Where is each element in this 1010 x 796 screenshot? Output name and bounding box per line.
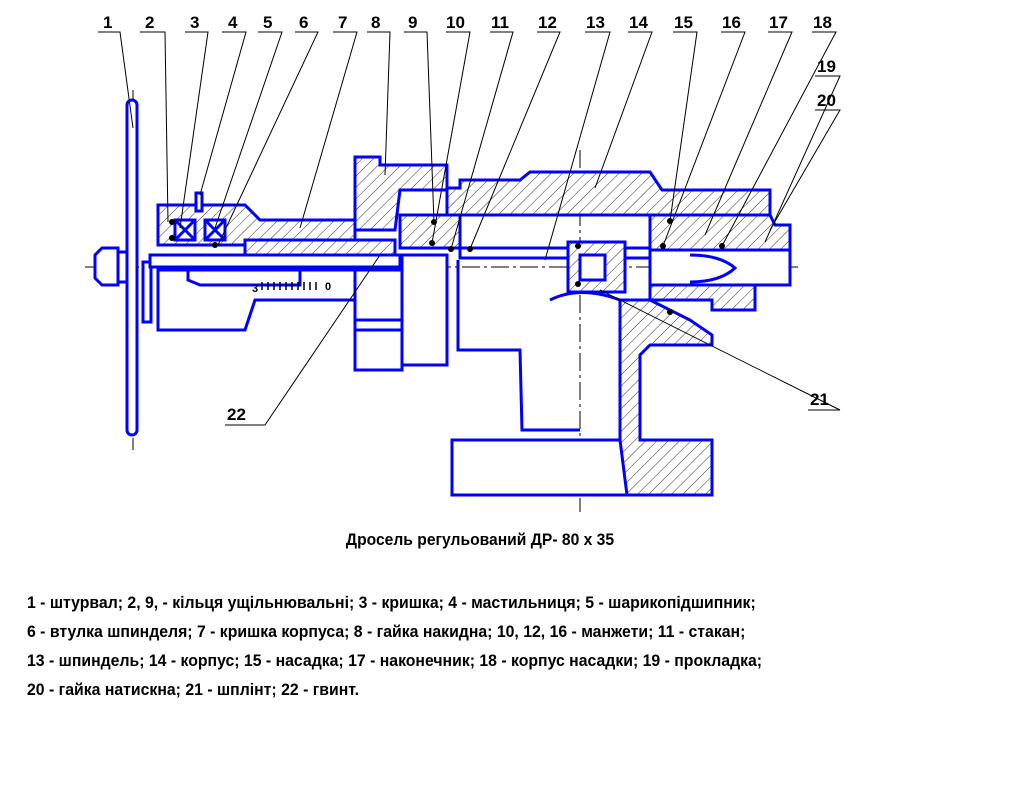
part-label: 9 bbox=[408, 13, 417, 32]
scale-mark-3: 3 bbox=[252, 283, 258, 295]
handwheel-hub bbox=[141, 260, 153, 324]
part-label: 18 bbox=[813, 13, 832, 32]
parts-legend: 1 - штурвал; 2, 9, - кільця ущільнювальн… bbox=[27, 588, 762, 704]
grease-fitting bbox=[194, 191, 204, 213]
body-flange bbox=[400, 253, 449, 367]
part-label: 17 bbox=[769, 13, 788, 32]
part-label: 15 bbox=[674, 13, 693, 32]
leader-lines bbox=[98, 31, 841, 426]
part-label: 5 bbox=[263, 13, 272, 32]
part-label: 6 bbox=[299, 13, 308, 32]
part-label: 13 bbox=[586, 13, 605, 32]
part-label: 12 bbox=[538, 13, 557, 32]
legend-line: 1 - штурвал; 2, 9, - кільця ущільнювальн… bbox=[27, 593, 756, 612]
part-label: 3 bbox=[190, 13, 199, 32]
washer bbox=[116, 250, 129, 284]
part-label: 16 bbox=[722, 13, 741, 32]
part-label: 4 bbox=[228, 13, 238, 32]
part-label: 21 bbox=[810, 390, 829, 409]
nozzle-cone bbox=[689, 253, 738, 284]
body-base bbox=[450, 438, 629, 497]
body-web bbox=[549, 291, 621, 302]
scale-window bbox=[186, 265, 302, 287]
part-label: 2 bbox=[145, 13, 154, 32]
nozzle-body-lower bbox=[648, 283, 757, 312]
legend-line: 6 - втулка шпинделя; 7 - кришка корпуса;… bbox=[27, 622, 746, 641]
scale-ticks bbox=[261, 282, 317, 290]
spindle-socket bbox=[578, 253, 607, 282]
part-label: 22 bbox=[227, 405, 246, 424]
drawing-caption: Дросель регульований ДР- 80 х 35 bbox=[345, 530, 615, 549]
part-label: 10 bbox=[446, 13, 465, 32]
spindle-sleeve bbox=[243, 238, 397, 257]
legend-line: 13 - шпиндель; 14 - корпус; 15 - насадка… bbox=[27, 651, 763, 670]
legend-line: 20 - гайка натискна; 21 - шплінт; 22 - г… bbox=[27, 680, 360, 699]
shaft bbox=[148, 253, 402, 269]
part-label: 8 bbox=[371, 13, 380, 32]
nozzle-tip bbox=[648, 248, 792, 287]
part-label: 20 bbox=[817, 91, 836, 110]
body-right-column bbox=[618, 298, 714, 497]
part-label: 11 bbox=[491, 13, 509, 32]
body-upper bbox=[445, 170, 772, 217]
body-column bbox=[456, 260, 580, 432]
part-label: 7 bbox=[338, 13, 347, 32]
part-label: 19 bbox=[817, 57, 836, 76]
scale-mark-0: 0 bbox=[325, 281, 331, 293]
hex-nut bbox=[93, 246, 120, 287]
part-label: 1 bbox=[103, 13, 112, 32]
part-label: 14 bbox=[629, 13, 648, 32]
